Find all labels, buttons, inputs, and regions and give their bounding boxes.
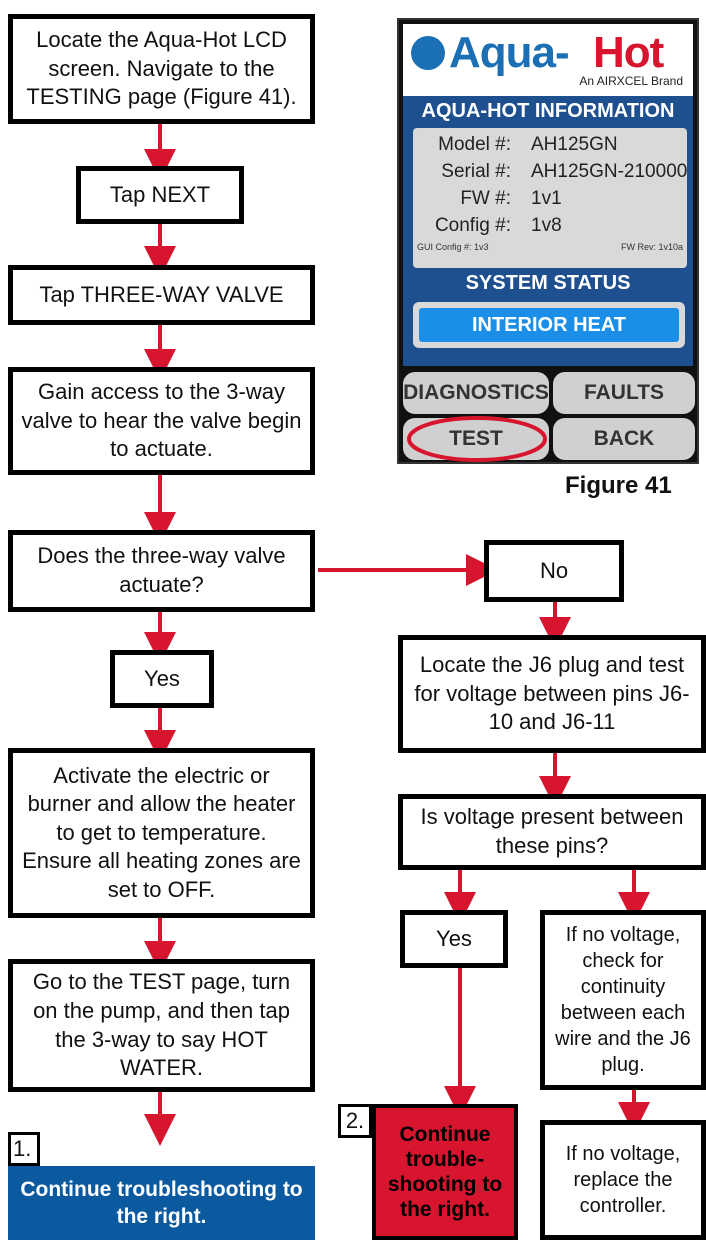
step-gain-access: Gain access to the 3-way valve to hear t… xyxy=(8,367,315,475)
step-check-continuity: If no voltage, check for continuity betw… xyxy=(540,910,706,1090)
figure-caption: Figure 41 xyxy=(565,472,672,499)
tag-1: 1. xyxy=(8,1132,40,1166)
lcd-info-panel: AQUA-HOT INFORMATION Model #: AH125GN Se… xyxy=(403,96,693,366)
faults-button[interactable]: FAULTS xyxy=(553,372,695,414)
step-activate-heater: Activate the electric or burner and allo… xyxy=(8,748,315,918)
gui-config: GUI Config #: 1v3 xyxy=(417,242,489,252)
info-value: 1v8 xyxy=(531,215,562,236)
info-value: 1v1 xyxy=(531,188,562,209)
status-value: INTERIOR HEAT xyxy=(419,308,679,342)
info-value: AH125GN-210000 xyxy=(531,161,688,182)
continue-troubleshooting-1: Continue troubleshooting to the right. xyxy=(8,1166,315,1240)
status-box: INTERIOR HEAT xyxy=(413,302,685,348)
diagnostics-button[interactable]: DIAGNOSTICS xyxy=(403,372,549,414)
answer-no: No xyxy=(484,540,624,602)
brand-hot: Hot xyxy=(593,28,664,77)
info-row-model: Model #: AH125GN xyxy=(413,134,687,162)
decision-valve-actuate: Does the three-way valve actuate? xyxy=(8,530,315,612)
decision-voltage-present: Is voltage present between these pins? xyxy=(398,794,706,870)
info-label: Model #: xyxy=(438,134,511,155)
step-replace-controller: If no voltage, replace the controller. xyxy=(540,1120,706,1240)
step-locate-j6: Locate the J6 plug and test for voltage … xyxy=(398,635,706,753)
step-tap-three-way-valve: Tap THREE-WAY VALVE xyxy=(8,265,315,325)
brand-aqua: Aqua- xyxy=(449,28,570,77)
lcd-screen: Aqua- Hot An AIRXCEL Brand AQUA-HOT INFO… xyxy=(397,18,699,464)
continue-troubleshooting-2: Continue trouble-shooting to the right. xyxy=(372,1104,518,1240)
step-locate-lcd: Locate the Aqua-Hot LCD screen. Navigate… xyxy=(8,14,315,124)
tag-2: 2. xyxy=(338,1104,372,1138)
info-value: AH125GN xyxy=(531,134,618,155)
info-row-fw: FW #: 1v1 xyxy=(413,188,687,216)
info-row-config: Config #: 1v8 xyxy=(413,215,687,243)
info-label: Serial #: xyxy=(441,161,511,182)
aqua-hot-logo-icon xyxy=(411,36,445,70)
answer-yes-right: Yes xyxy=(400,910,508,968)
test-highlight-ring xyxy=(407,416,547,462)
info-box: Model #: AH125GN Serial #: AH125GN-21000… xyxy=(413,128,687,268)
step-tap-next: Tap NEXT xyxy=(76,166,244,224)
back-button[interactable]: BACK xyxy=(553,418,695,460)
sub-brand: An AIRXCEL Brand xyxy=(579,74,683,88)
answer-yes-left: Yes xyxy=(110,650,214,708)
info-title: AQUA-HOT INFORMATION xyxy=(421,100,675,122)
info-row-serial: Serial #: AH125GN-210000 xyxy=(413,161,687,189)
step-go-test-page: Go to the TEST page, turn on the pump, a… xyxy=(8,959,315,1092)
lcd-header: Aqua- Hot An AIRXCEL Brand xyxy=(403,24,693,96)
system-status-title: SYSTEM STATUS xyxy=(465,272,631,294)
info-label: FW #: xyxy=(460,188,511,209)
info-label: Config #: xyxy=(434,215,511,236)
fw-rev: FW Rev: 1v10a xyxy=(620,242,683,252)
